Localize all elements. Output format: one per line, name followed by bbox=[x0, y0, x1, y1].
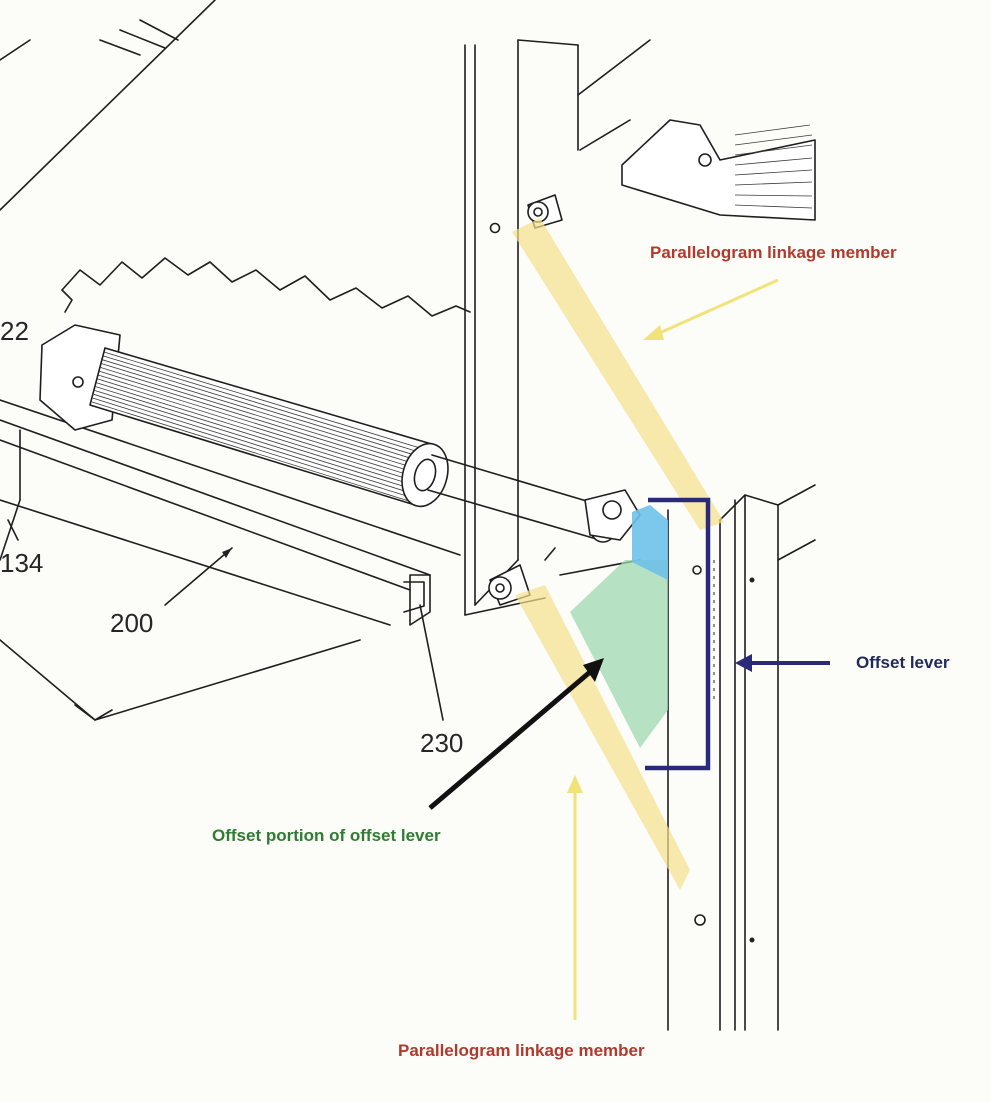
leader-230 bbox=[419, 604, 444, 721]
arrow-offset-lever bbox=[735, 654, 830, 672]
arrow-offset-portion bbox=[428, 658, 604, 810]
label-parallelogram-linkage-top: Parallelogram linkage member bbox=[650, 243, 897, 262]
right-plate bbox=[667, 484, 816, 1031]
pivot-pins bbox=[488, 194, 641, 606]
ref-230: 230 bbox=[420, 728, 463, 758]
offset-lever-outline bbox=[645, 497, 711, 771]
label-offset-lever: Offset lever bbox=[856, 653, 950, 672]
upper-panel bbox=[0, 0, 216, 211]
offset-lever-blue-highlight bbox=[632, 505, 668, 580]
offset-portion-highlight bbox=[570, 560, 668, 748]
parallelogram-linkage-upper bbox=[512, 218, 724, 530]
ref-200: 200 bbox=[110, 608, 153, 638]
roller bbox=[89, 347, 601, 541]
arrow-lower-linkage bbox=[567, 775, 583, 1020]
upper-right-bracket bbox=[577, 39, 816, 221]
leader-200 bbox=[164, 547, 233, 606]
parallelogram-linkage-lower bbox=[515, 585, 690, 890]
arrow-upper-linkage bbox=[643, 278, 779, 340]
break-line bbox=[61, 257, 471, 317]
label-offset-portion: Offset portion of offset lever bbox=[212, 826, 441, 845]
ref-134: 134 bbox=[0, 548, 43, 578]
ref-22: 22 bbox=[0, 316, 29, 346]
label-parallelogram-linkage-bottom: Parallelogram linkage member bbox=[398, 1041, 645, 1060]
